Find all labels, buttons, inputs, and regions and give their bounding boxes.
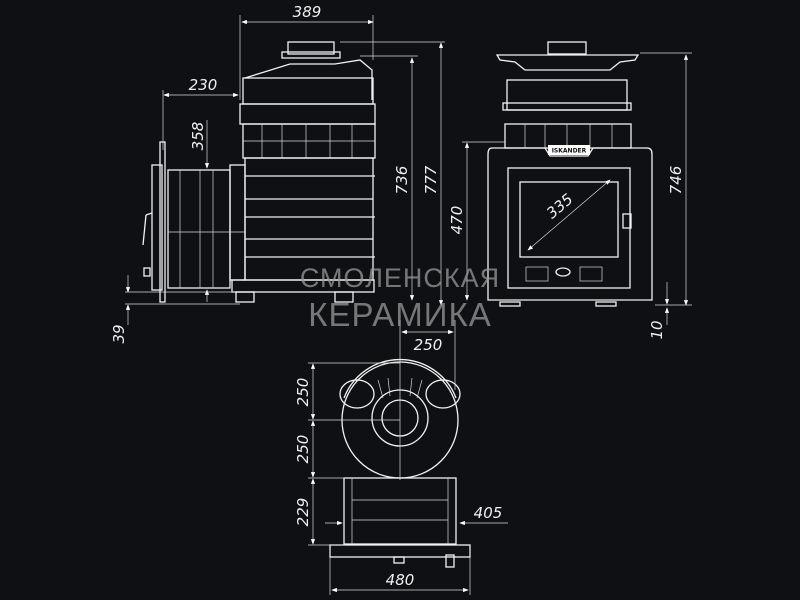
dim-chimney-offset: 250 — [414, 336, 443, 354]
dim-total-height: 777 — [422, 165, 440, 194]
dim-tunnel-height: 358 — [189, 122, 207, 151]
watermark-line2: КЕРАМИКА — [308, 296, 492, 333]
dim-leg-height: 39 — [110, 324, 128, 343]
dim-depth-1: 250 — [294, 378, 312, 407]
dim-door-diagonal: 335 — [543, 190, 577, 222]
dim-body-height: 736 — [393, 166, 411, 195]
dim-side-width: 389 — [293, 3, 322, 21]
dim-door-height: 470 — [448, 206, 466, 235]
front-view: ISKANDER — [487, 41, 653, 307]
dim-width: 480 — [386, 571, 415, 589]
dim-tunnel-length: 230 — [189, 76, 218, 94]
dim-front-height: 746 — [667, 166, 685, 195]
dim-depth-2: 250 — [294, 435, 312, 464]
dim-depth-3: 229 — [294, 498, 312, 527]
side-view — [142, 41, 376, 303]
watermark-line1: СМОЛЕНСКАЯ — [300, 263, 500, 293]
dimension-lines — [125, 15, 692, 595]
dim-tunnel-width: 405 — [474, 504, 503, 522]
brand-plate: ISKANDER — [552, 148, 587, 155]
dim-foot: 10 — [648, 320, 666, 339]
